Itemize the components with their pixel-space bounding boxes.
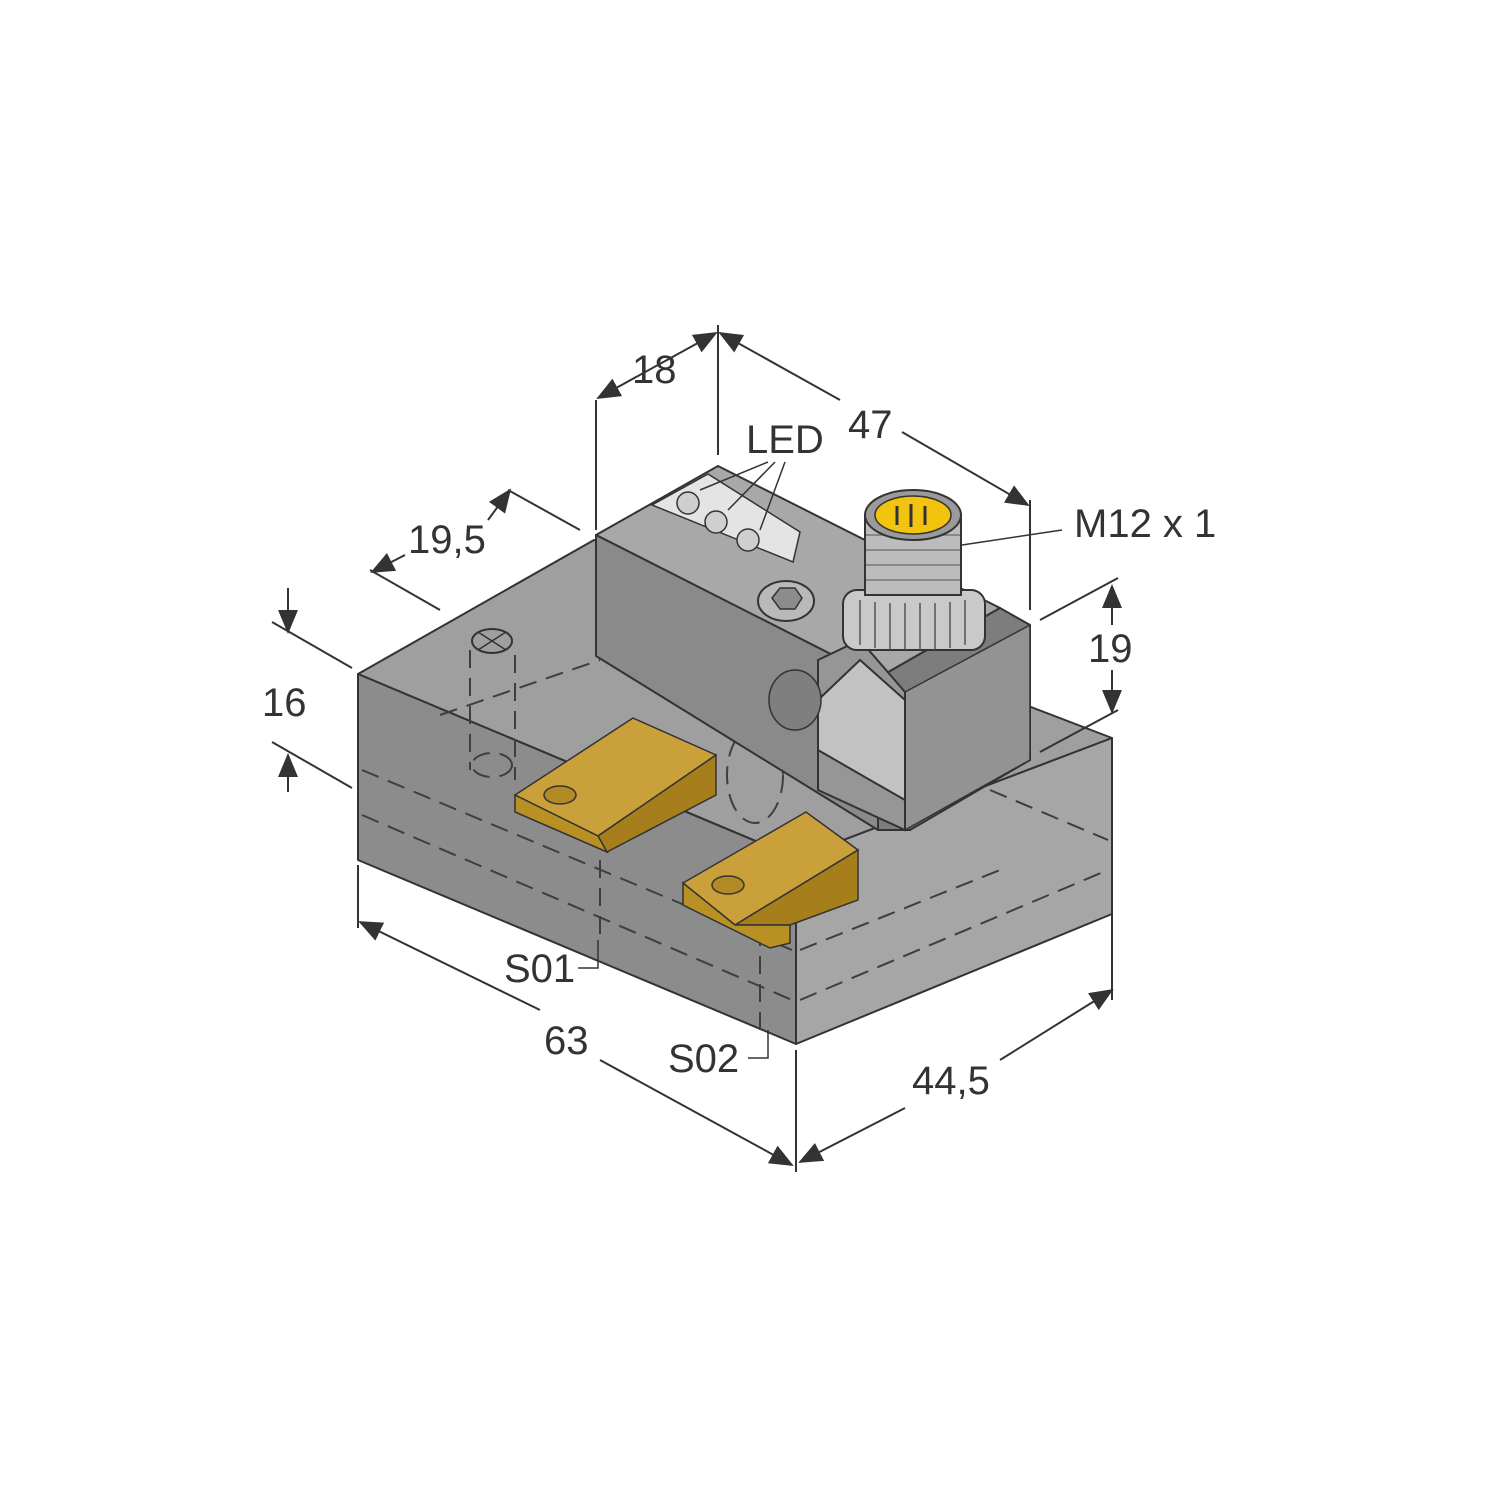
led-indicator-1 xyxy=(676,491,700,515)
label-length-base: 63 xyxy=(544,1019,589,1063)
led-indicator-2 xyxy=(704,510,728,534)
label-offset: 19,5 xyxy=(408,518,486,562)
label-sensor-2: S02 xyxy=(668,1037,739,1081)
led-indicator-3 xyxy=(736,528,760,552)
label-length-top: 47 xyxy=(848,403,893,447)
label-depth-top: 18 xyxy=(632,348,677,392)
connector-knurled-nut xyxy=(842,589,986,651)
label-led: LED xyxy=(746,418,824,462)
angle-connector-body xyxy=(817,658,906,802)
label-connector: M12 x 1 xyxy=(1074,502,1216,546)
label-height-right: 19 xyxy=(1088,627,1133,671)
base-hidden-lines xyxy=(361,650,1109,1040)
sensor-s02 xyxy=(681,811,860,949)
label-width-base: 44,5 xyxy=(912,1059,990,1103)
m12-connector xyxy=(842,489,986,651)
connector-face-insert xyxy=(874,495,952,535)
sensor-s01 xyxy=(513,717,718,854)
hex-screw xyxy=(757,580,815,622)
dimension-labels: 18 47 LED M12 x 1 19,5 16 19 63 44,5 S01… xyxy=(262,348,1216,1103)
mounting-hole xyxy=(471,628,513,654)
led-strip xyxy=(650,473,801,564)
label-sensor-1: S01 xyxy=(504,947,575,991)
dimension-lines xyxy=(271,325,1122,1172)
label-height-left: 16 xyxy=(262,681,307,725)
housing-bore xyxy=(768,669,822,731)
